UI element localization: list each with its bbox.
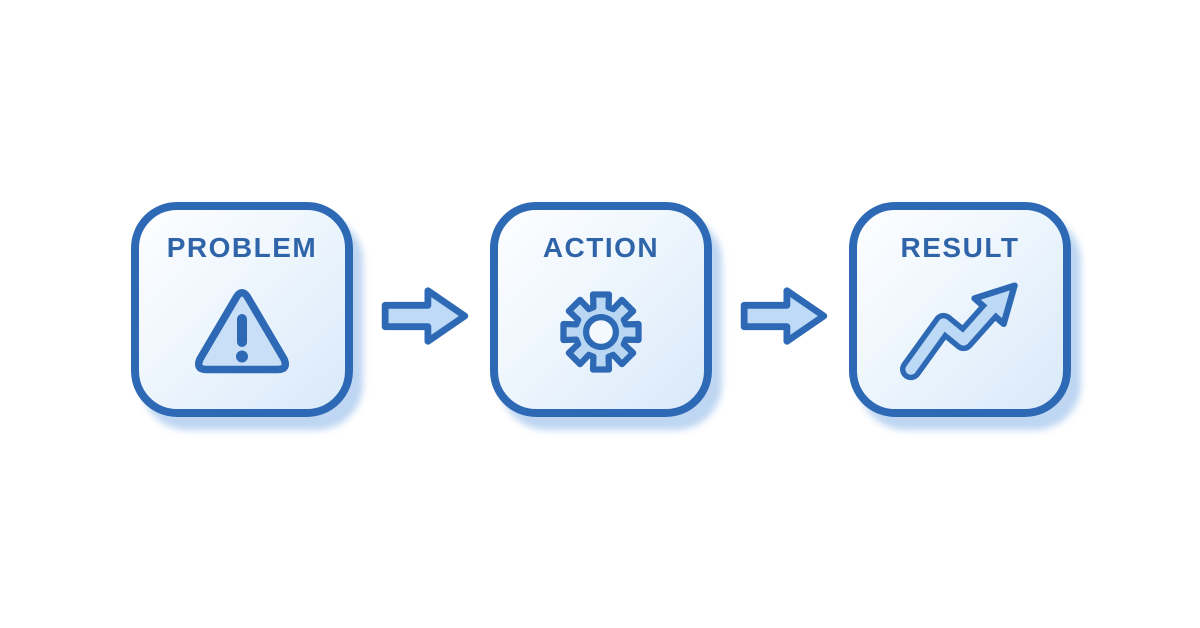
right-arrow-icon (381, 287, 469, 345)
step-box-problem: PROBLEM (131, 202, 353, 417)
step-label-action: ACTION (542, 232, 660, 263)
step-icon-wrap (553, 264, 649, 409)
step-box-result: RESULT (849, 202, 1071, 417)
warning-triangle-icon (194, 288, 290, 373)
step-icon-wrap (190, 264, 294, 409)
step-label-problem: PROBLEM (166, 232, 318, 263)
step-label-result: RESULT (900, 232, 1020, 263)
step-icon-wrap (895, 264, 1025, 409)
gear-icon (560, 290, 642, 373)
growth-arrow-icon (900, 281, 1018, 380)
right-arrow-icon (740, 287, 828, 345)
step-box-action: ACTION (490, 202, 712, 417)
